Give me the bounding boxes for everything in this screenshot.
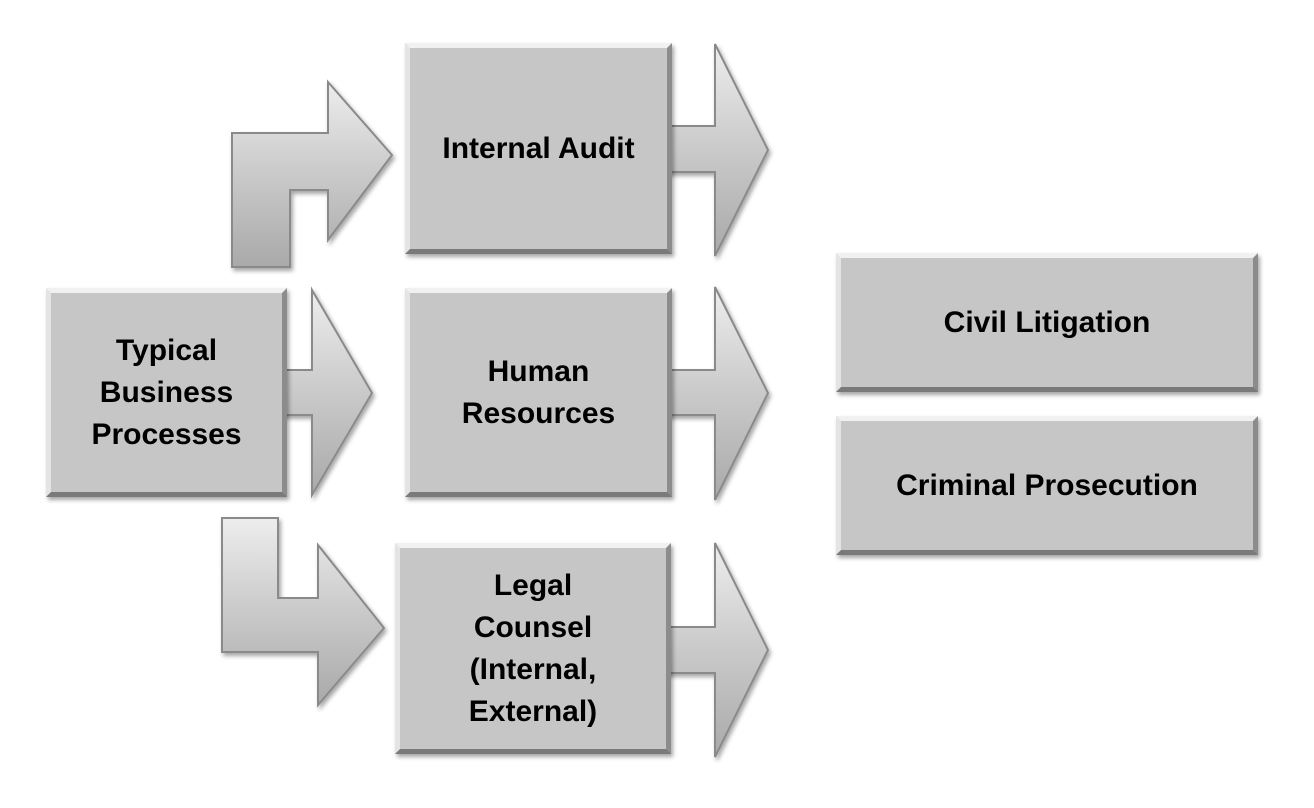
arrow-process-to-legal-counsel bbox=[221, 517, 386, 708]
node-label: Civil Litigation bbox=[943, 305, 1151, 339]
node-label: Human Resources bbox=[461, 354, 616, 430]
node-label: Typical Business Processes bbox=[91, 333, 242, 451]
node-label: Internal Audit bbox=[442, 131, 635, 165]
arrow-legal-counsel-to-outcomes bbox=[659, 542, 770, 758]
node-label: Legal Counsel (Internal, External) bbox=[468, 568, 598, 728]
node-criminal-prosecution: Criminal Prosecution bbox=[836, 416, 1258, 555]
node-typical-business-processes: Typical Business Processes bbox=[46, 288, 287, 497]
arrow-internal-audit-to-outcomes bbox=[659, 43, 770, 257]
arrow-human-resources-to-outcomes bbox=[659, 286, 770, 501]
node-internal-audit: Internal Audit bbox=[405, 43, 672, 254]
node-legal-counsel: Legal Counsel (Internal, External) bbox=[395, 543, 671, 754]
node-label: Criminal Prosecution bbox=[896, 468, 1198, 502]
arrow-process-to-internal-audit bbox=[231, 79, 394, 268]
node-civil-litigation: Civil Litigation bbox=[836, 253, 1258, 392]
arrow-process-to-human-resources bbox=[271, 286, 374, 499]
node-human-resources: Human Resources bbox=[405, 288, 672, 497]
